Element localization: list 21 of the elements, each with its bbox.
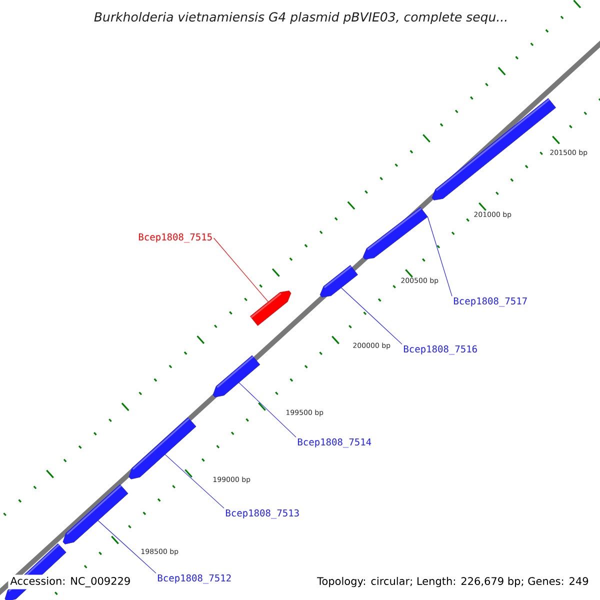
gene-feature — [212, 355, 260, 398]
leader-line — [213, 238, 269, 302]
gene-label: Bcep1808_7513 — [226, 509, 299, 519]
gene-feature — [62, 484, 128, 544]
gene-feature — [320, 265, 358, 298]
gene-label: Bcep1808_7512 — [158, 574, 231, 584]
gene-feature — [250, 290, 292, 326]
leader-line — [164, 454, 224, 508]
title: Burkholderia vietnamiensis G4 plasmid pBVIE03, complete sequ... — [94, 12, 506, 24]
gene-feature — [362, 207, 428, 260]
leader-line — [238, 382, 296, 438]
gene-label: Bcep1808_7516 — [404, 345, 477, 355]
gene-label: Bcep1808_7514 — [298, 438, 372, 448]
info-text: Topology: circular; Length: 226,679 bp; Genes: 249 — [315, 574, 591, 590]
leader-line — [427, 216, 452, 296]
info-text: Accession: NC_009229 — [8, 574, 133, 590]
leader-line — [340, 287, 402, 344]
gene-label: Bcep1808_7517 — [454, 297, 527, 307]
gene-feature — [128, 417, 196, 480]
gene-label: Bcep1808_7515 — [138, 233, 212, 243]
leader-line — [98, 520, 156, 574]
